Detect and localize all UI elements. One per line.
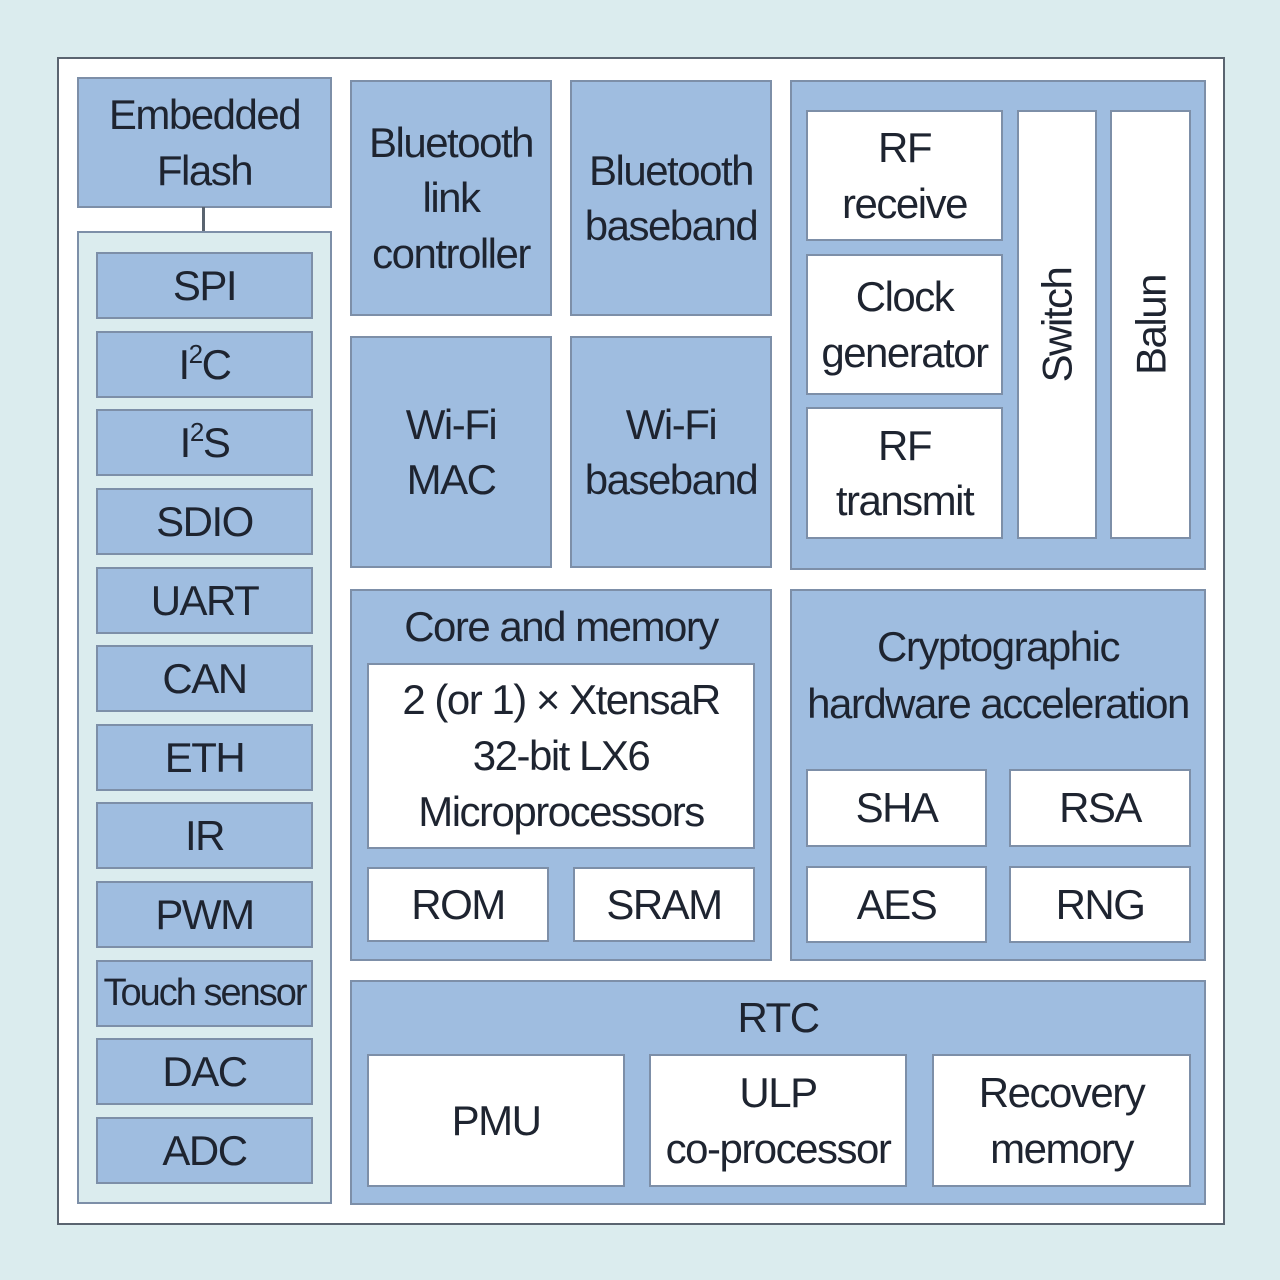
peripheral-i2s-label: I2S — [179, 416, 231, 466]
ulp-line2: co-processor — [665, 1124, 892, 1172]
peripheral-can: CAN — [96, 645, 313, 712]
balun-block: Balun — [1110, 110, 1191, 539]
rng-block: RNG — [1009, 866, 1191, 943]
rf-receive-line2: receive — [842, 179, 968, 227]
rom-label: ROM — [411, 880, 506, 928]
pmu-block: PMU — [367, 1054, 625, 1187]
clock-generator-block: Clock generator — [806, 254, 1003, 395]
peripheral-adc-label: ADC — [162, 1126, 248, 1174]
peripheral-eth-label: ETH — [164, 733, 246, 781]
bluetooth-link-controller-block: Bluetooth link controller — [350, 80, 552, 316]
sha-block: SHA — [806, 769, 987, 847]
bluetooth-baseband-block: Bluetooth baseband — [570, 80, 772, 316]
cpu-line2: 32-bit LX6 — [472, 731, 651, 779]
switch-label: Switch — [1033, 267, 1081, 382]
aes-block: AES — [806, 866, 987, 943]
recovery-memory-block: Recovery memory — [932, 1054, 1191, 1187]
balun-label: Balun — [1126, 274, 1174, 375]
peripheral-can-label: CAN — [162, 654, 248, 702]
rng-label: RNG — [1055, 880, 1146, 928]
peripheral-dac-label: DAC — [162, 1047, 248, 1095]
peripheral-dac: DAC — [96, 1038, 313, 1105]
rf-transmit-line1: RF — [878, 421, 933, 469]
ulp-coprocessor-block: ULP co-processor — [649, 1054, 907, 1187]
rtc-title: RTC — [737, 994, 820, 1041]
wifi-mac-line2: MAC — [406, 456, 497, 503]
embedded-flash-block: Embedded Flash — [77, 77, 332, 208]
peripheral-spi-label: SPI — [172, 261, 238, 309]
peripheral-spi: SPI — [96, 252, 313, 319]
recovery-line1: Recovery — [978, 1069, 1146, 1117]
cpu-line3: Microprocessors — [418, 788, 705, 836]
peripheral-touch-sensor-label: Touch sensor — [103, 972, 307, 1015]
cpu-line1: 2 (or 1) × XtensaR — [402, 675, 721, 723]
peripheral-pwm: PWM — [96, 881, 313, 948]
core-memory-title: Core and memory — [404, 603, 719, 650]
peripheral-uart: UART — [96, 567, 313, 634]
rsa-label: RSA — [1059, 784, 1142, 832]
peripheral-i2c: I2C — [96, 331, 313, 398]
peripheral-adc: ADC — [96, 1117, 313, 1184]
cpu-block: 2 (or 1) × XtensaR 32-bit LX6 Microproce… — [367, 663, 755, 849]
clock-generator-line1: Clock — [855, 273, 955, 321]
wifi-baseband-line1: Wi-Fi — [625, 400, 718, 448]
rf-receive-block: RF receive — [806, 110, 1003, 241]
aes-label: AES — [856, 880, 938, 928]
peripheral-sdio: SDIO — [96, 488, 313, 555]
clock-generator-line2: generator — [821, 328, 989, 376]
flash-spi-connector — [202, 207, 205, 251]
bt-link-line3: controller — [372, 229, 531, 277]
peripheral-uart-label: UART — [150, 576, 260, 624]
peripheral-touch-sensor: Touch sensor — [96, 960, 313, 1027]
recovery-line2: memory — [990, 1124, 1134, 1172]
wifi-baseband-line2: baseband — [584, 456, 759, 503]
rom-block: ROM — [367, 867, 549, 942]
bt-baseband-line1: Bluetooth — [589, 146, 754, 194]
wifi-mac-block: Wi-Fi MAC — [350, 336, 552, 568]
switch-block: Switch — [1017, 110, 1097, 539]
rf-transmit-line2: transmit — [835, 477, 975, 524]
sram-block: SRAM — [573, 867, 755, 942]
peripheral-pwm-label: PWM — [155, 890, 255, 938]
wifi-baseband-block: Wi-Fi baseband — [570, 336, 772, 568]
bt-link-line1: Bluetooth — [369, 118, 534, 166]
pmu-label: PMU — [451, 1096, 542, 1144]
crypto-title-line1: Cryptographic — [877, 623, 1120, 670]
wifi-mac-line1: Wi-Fi — [405, 400, 498, 448]
sha-label: SHA — [855, 784, 939, 832]
peripheral-ir: IR — [96, 802, 313, 869]
ulp-line1: ULP — [739, 1069, 818, 1117]
peripheral-eth: ETH — [96, 724, 313, 791]
crypto-title-line2: hardware acceleration — [807, 679, 1190, 727]
peripheral-ir-label: IR — [185, 811, 226, 859]
peripheral-sdio-label: SDIO — [156, 497, 254, 545]
embedded-flash-label-line1: Embedded — [108, 91, 302, 139]
rf-transmit-block: RF transmit — [806, 407, 1003, 539]
rf-receive-line1: RF — [878, 124, 933, 172]
bt-link-line2: link — [422, 174, 481, 222]
embedded-flash-label-line2: Flash — [156, 146, 254, 194]
sram-label: SRAM — [606, 880, 723, 928]
rsa-block: RSA — [1009, 769, 1191, 847]
peripheral-i2c-label: I2C — [178, 338, 232, 388]
peripheral-i2s: I2S — [96, 409, 313, 476]
bt-baseband-line2: baseband — [584, 202, 759, 249]
